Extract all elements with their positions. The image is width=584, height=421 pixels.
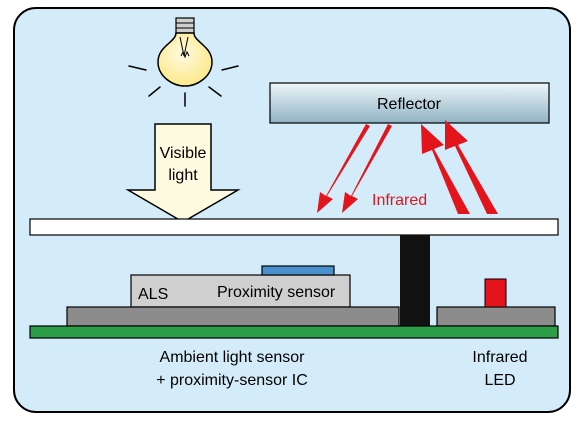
als-proximity-package (130, 274, 351, 308)
reflected-ir-arrow-2 (342, 124, 392, 213)
emitted-infrared-arrows (421, 120, 498, 214)
visible-light-label-line1: Visible (160, 145, 207, 162)
cover-glass (29, 218, 559, 236)
optical-barrier (400, 235, 430, 327)
light-rays (128, 65, 239, 107)
reflected-ir-arrow-1 (317, 124, 370, 213)
reflected-infrared-arrows (317, 124, 392, 213)
light-bulb-icon (157, 17, 213, 87)
led-caption-line2: LED (484, 372, 515, 389)
reflector-label: Reflector (377, 96, 442, 113)
sensor-ic-base (66, 306, 400, 327)
reflector (269, 82, 550, 124)
emitted-ir-arrow-2 (445, 120, 498, 214)
ic-caption-line2: + proximity-sensor IC (156, 372, 308, 389)
led-base (436, 306, 556, 327)
infrared-label: Infrared (372, 192, 427, 209)
led-caption-line1: Infrared (472, 349, 527, 366)
visible-light-label-line2: light (168, 167, 198, 184)
ic-caption-line1: Ambient light sensor (160, 349, 306, 366)
proximity-sensor-label: Proximity sensor (217, 284, 336, 301)
emitted-ir-arrow-1 (421, 124, 470, 214)
circuit-board (29, 325, 559, 339)
visible-light-arrow (125, 123, 241, 223)
proximity-window (261, 265, 335, 276)
als-label: ALS (138, 286, 168, 303)
infrared-led (484, 278, 507, 308)
